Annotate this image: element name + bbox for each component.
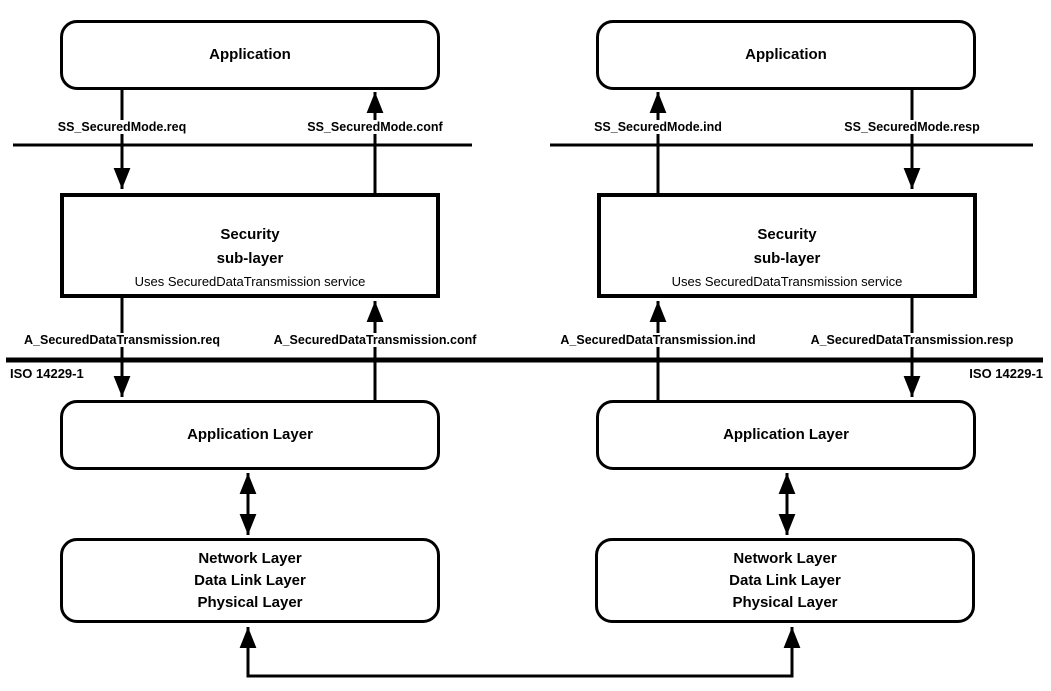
network-layer-label-right: Network Layer [733,549,837,567]
security-sublayer-title-line1: Security [220,226,280,243]
iso-14229-1-label-left: ISO 14229-1 [10,366,84,381]
label-a-secureddatatransmission-ind: A_SecuredDataTransmission.ind [556,333,760,347]
security-sublayer-title-left: Security sub-layer [64,223,436,271]
application-box-right: Application [596,20,976,90]
label-ss-securedmode-resp: SS_SecuredMode.resp [840,120,984,134]
security-sublayer-box-left: Security sub-layer Uses SecuredDataTrans… [60,193,440,298]
network-layer-label-left: Network Layer [198,549,302,567]
network-stack-box-left: Network Layer Data Link Layer Physical L… [60,538,440,623]
label-a-secureddatatransmission-conf: A_SecuredDataTransmission.conf [269,333,481,347]
security-sublayer-title-line2: sub-layer [216,250,284,267]
security-sublayer-title-right: Security sub-layer [601,223,973,271]
application-box-right-label: Application [745,46,827,63]
data-link-layer-label-left: Data Link Layer [194,571,306,589]
label-ss-securedmode-conf: SS_SecuredMode.conf [303,120,447,134]
application-layer-label-left: Application Layer [187,426,313,443]
label-a-secureddatatransmission-resp: A_SecuredDataTransmission.resp [806,333,1018,347]
security-sublayer-box-right: Security sub-layer Uses SecuredDataTrans… [597,193,977,298]
application-layer-box-right: Application Layer [596,400,976,470]
network-stack-lines-right: Network Layer Data Link Layer Physical L… [729,548,841,614]
security-sublayer-note-right: Uses SecuredDataTransmission service [671,274,903,289]
bus-connection [239,627,801,678]
security-sublayer-title-line1: Security [757,226,817,243]
application-layer-label-right: Application Layer [723,426,849,443]
application-box-left: Application [60,20,440,90]
application-layer-box-left: Application Layer [60,400,440,470]
security-sublayer-note-left: Uses SecuredDataTransmission service [134,274,366,289]
network-stack-box-right: Network Layer Data Link Layer Physical L… [595,538,975,623]
physical-layer-label-right: Physical Layer [732,593,838,611]
label-ss-securedmode-req: SS_SecuredMode.req [53,120,191,134]
application-box-left-label: Application [209,46,291,63]
network-stack-lines-left: Network Layer Data Link Layer Physical L… [194,548,306,614]
physical-layer-label-left: Physical Layer [197,593,303,611]
label-ss-securedmode-ind: SS_SecuredMode.ind [590,120,726,134]
label-a-secureddatatransmission-req: A_SecuredDataTransmission.req [20,333,224,347]
security-sublayer-title-line2: sub-layer [753,250,821,267]
data-link-layer-label-right: Data Link Layer [729,571,841,589]
iso-14229-1-label-right: ISO 14229-1 [969,366,1043,381]
